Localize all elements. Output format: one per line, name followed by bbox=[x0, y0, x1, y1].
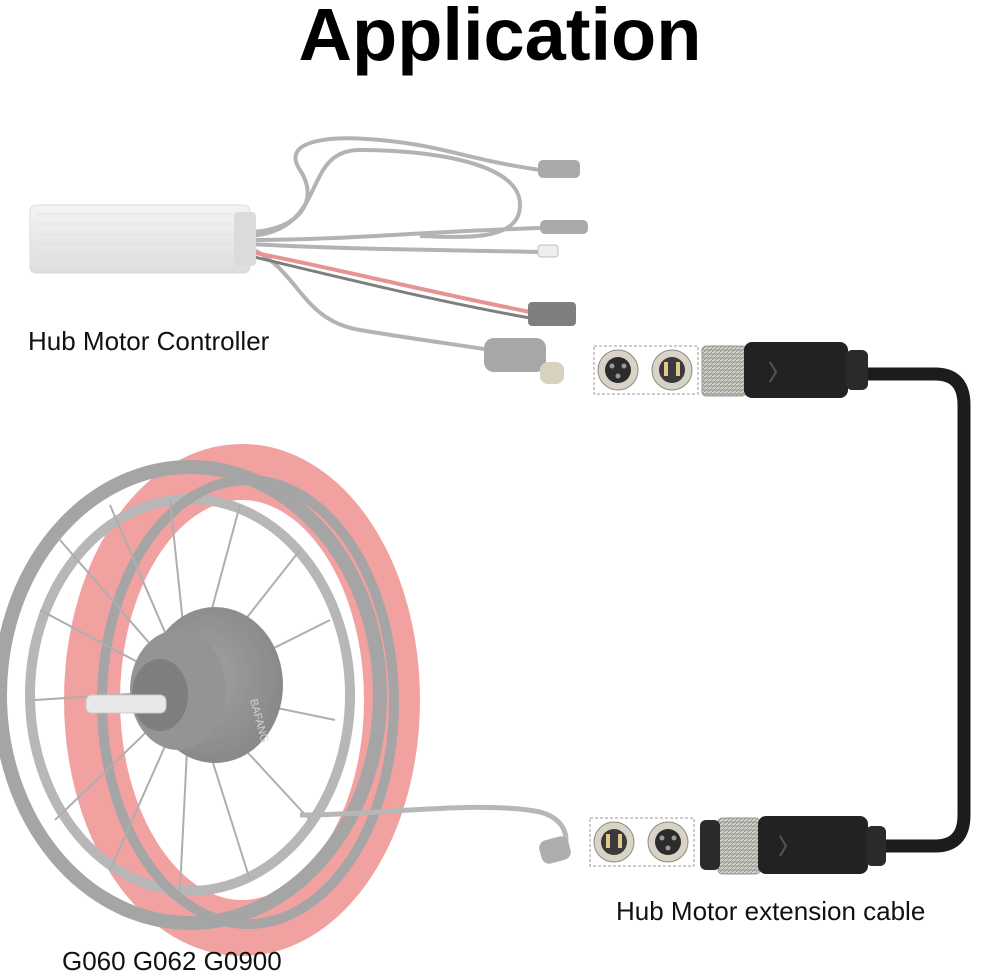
hub-axle bbox=[85, 694, 167, 714]
controller-wire bbox=[249, 147, 523, 239]
top-connector-body bbox=[744, 342, 848, 398]
controller-wire bbox=[249, 242, 541, 254]
extension-cable-image bbox=[589, 342, 971, 875]
controller-red-wire bbox=[249, 250, 531, 314]
bottom-connector-body bbox=[758, 816, 868, 874]
controller-image bbox=[29, 136, 588, 384]
top-connector-endview-frame bbox=[593, 345, 699, 395]
controller-wire bbox=[249, 226, 541, 242]
page-title: Application bbox=[298, 0, 702, 76]
controller-wire bbox=[249, 246, 491, 352]
bottom-connector-endview-frame bbox=[589, 817, 695, 867]
controller-connector bbox=[484, 338, 546, 372]
top-connector-knurl bbox=[701, 345, 747, 397]
controller-connector bbox=[537, 244, 559, 258]
controller-label: Hub Motor Controller bbox=[28, 326, 270, 356]
extension-cable-wire bbox=[860, 367, 971, 853]
controller-box bbox=[29, 204, 251, 274]
hub-motor-wheel-image: BAFANG bbox=[0, 444, 571, 956]
controller-connector bbox=[540, 220, 588, 234]
controller-red-wire bbox=[249, 254, 531, 320]
motor-cable bbox=[299, 804, 569, 857]
motor-models-label: G060 G062 G0900 bbox=[62, 946, 282, 976]
wheel-tire-outer bbox=[0, 460, 387, 930]
controller-connector bbox=[538, 160, 580, 178]
controller-connector bbox=[528, 302, 576, 326]
controller-connector bbox=[540, 362, 564, 384]
bottom-connector-knurl bbox=[717, 817, 761, 875]
extension-cable-label: Hub Motor extension cable bbox=[616, 896, 926, 926]
